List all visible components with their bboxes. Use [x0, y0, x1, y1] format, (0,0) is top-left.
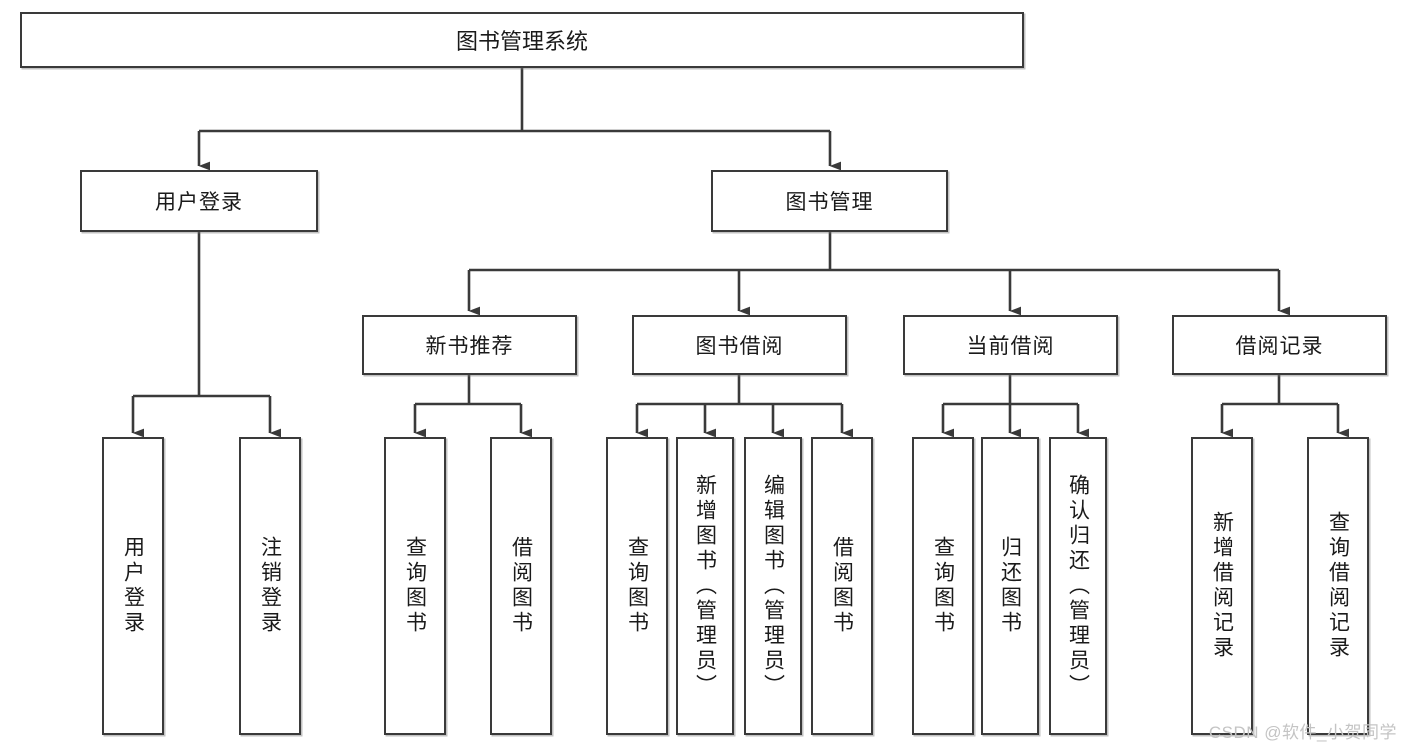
node-leaf-borrow-book-2[interactable]: 借阅图书 [811, 437, 873, 735]
node-book-management[interactable]: 图书管理 [711, 170, 948, 232]
node-leaf-query-book-1[interactable]: 查询图书 [384, 437, 446, 735]
node-leaf-confirm-return[interactable]: 确认归还（管理员） [1049, 437, 1107, 735]
node-label: 图书管理 [785, 191, 874, 214]
node-label: 借阅图书 [509, 536, 533, 636]
node-label: 图书管理系统 [455, 29, 588, 54]
node-label: 用户登录 [155, 191, 243, 214]
node-label: 借阅图书 [830, 536, 854, 636]
node-label: 新增图书（管理员） [693, 473, 717, 699]
node-leaf-logout-login[interactable]: 注销登录 [239, 437, 301, 735]
node-leaf-edit-book[interactable]: 编辑图书（管理员） [744, 437, 802, 735]
node-leaf-query-record[interactable]: 查询借阅记录 [1307, 437, 1369, 735]
node-label: 确认归还（管理员） [1066, 473, 1090, 699]
node-label: 用户登录 [121, 536, 145, 636]
node-label: 图书借阅 [695, 335, 784, 358]
watermark-text: CSDN @软件_小贺同学 [1208, 723, 1397, 742]
node-user-login[interactable]: 用户登录 [80, 170, 318, 232]
node-leaf-user-login[interactable]: 用户登录 [102, 437, 164, 735]
node-label: 查询图书 [403, 536, 427, 636]
node-label: 新书推荐 [425, 335, 514, 358]
node-label: 注销登录 [258, 536, 282, 636]
node-label: 查询图书 [931, 536, 955, 636]
node-leaf-borrow-book-1[interactable]: 借阅图书 [490, 437, 552, 735]
node-label: 新增借阅记录 [1210, 511, 1234, 661]
node-leaf-add-book[interactable]: 新增图书（管理员） [676, 437, 734, 735]
node-label: 编辑图书（管理员） [761, 473, 785, 699]
node-current-borrow[interactable]: 当前借阅 [903, 315, 1118, 375]
node-label: 查询借阅记录 [1326, 511, 1350, 661]
node-new-book-recommend[interactable]: 新书推荐 [362, 315, 577, 375]
node-book-borrow[interactable]: 图书借阅 [632, 315, 847, 375]
node-label: 查询图书 [625, 536, 649, 636]
node-label: 借阅记录 [1235, 335, 1324, 358]
node-label: 当前借阅 [966, 335, 1055, 358]
node-label: 归还图书 [998, 536, 1022, 636]
node-leaf-query-book-2[interactable]: 查询图书 [606, 437, 668, 735]
node-borrow-record[interactable]: 借阅记录 [1172, 315, 1387, 375]
node-root-system[interactable]: 图书管理系统 [20, 12, 1024, 68]
node-leaf-return-book[interactable]: 归还图书 [981, 437, 1039, 735]
node-leaf-add-record[interactable]: 新增借阅记录 [1191, 437, 1253, 735]
node-leaf-query-book-3[interactable]: 查询图书 [912, 437, 974, 735]
